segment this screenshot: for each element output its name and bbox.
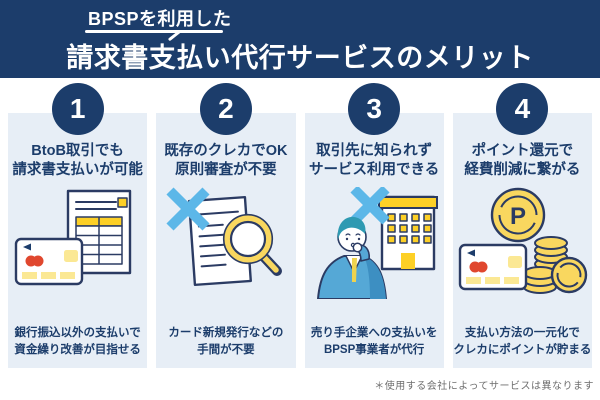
credit-card-icon (459, 244, 528, 291)
number-badge-4: 4 (496, 83, 549, 135)
card-caption-1-line2: 資金繰り改善が目指せる (14, 343, 141, 356)
magnifier-icon (222, 214, 282, 277)
card-title-2-line2: 原則審査が不要 (175, 162, 277, 179)
credit-card-icon (14, 238, 83, 286)
card-title-4-line1: ポイント還元で (471, 143, 574, 159)
card-title-1: BtoB取引でも 請求書支払いが可能 (8, 142, 147, 180)
card-caption-4-line2: クレカにポイントが貯まる (453, 343, 592, 356)
point-coin-and-stacks-icon: P (459, 188, 588, 295)
card-caption-3-line1: 売り手企業への支払いを (310, 326, 438, 339)
card-caption-3-line2: BPSP事業者が代行 (323, 343, 425, 356)
footnote: ＊使用する会社によってサービスは異なります (374, 381, 594, 392)
card-caption-3: 売り手企業への支払いを BPSP事業者が代行 (305, 325, 444, 360)
cross-icon (166, 187, 210, 231)
card-caption-1: 銀行振込以外の支払いで 資金繰り改善が目指せる (8, 325, 147, 360)
card-body-1: BtoB取引でも 請求書支払いが可能 (8, 113, 148, 368)
header-tagline: BPSPを利用した (88, 9, 232, 29)
point-coin-icon: P (491, 188, 546, 243)
benefit-card-1: 1 BtoB取引でも 請求書支払いが可能 (8, 83, 148, 368)
card-title-3-line2: サービス利用できる (309, 162, 440, 179)
benefit-cards-row: 1 BtoB取引でも 請求書支払いが可能 (8, 83, 592, 368)
benefit-card-2: 2 既存のクレカでOK 原則審査が不要 (156, 83, 296, 368)
office-building-icon (378, 196, 439, 271)
card-caption-2: カード新規発行などの 手間が不要 (156, 325, 295, 360)
number-badge-2: 2 (199, 83, 252, 135)
card-body-2: 既存のクレカでOK 原則審査が不要 (156, 113, 296, 368)
benefit-card-4: 4 ポイント還元で 経費削減に繋がる P (452, 83, 592, 368)
benefit-card-3: 3 取引先に知られず サービス利用できる (304, 83, 444, 368)
card-caption-1-line1: 銀行振込以外の支払いで (14, 326, 141, 339)
card-title-2-line1: 既存のクレカでOK (164, 143, 288, 159)
number-badge-1: 1 (51, 83, 104, 135)
card-title-3-line1: 取引先に知られず (316, 143, 433, 159)
document-magnifier-cross-icon (166, 187, 282, 287)
coin-stack-icon (523, 236, 588, 295)
card-caption-2-line1: カード新規発行などの (168, 326, 284, 339)
businessman-building-cross-icon (317, 187, 439, 300)
header-banner: BPSPを利用した 請求書支払い代行サービスのメリット (0, 0, 600, 78)
svg-text:P: P (510, 203, 526, 230)
invoice-and-credit-card-icon (14, 190, 131, 286)
card-caption-4: 支払い方法の一元化で クレカにポイントが貯まる (453, 325, 592, 360)
businessman-icon (317, 217, 388, 300)
cross-icon (350, 187, 390, 225)
card-title-4: ポイント還元で 経費削減に繋がる (453, 142, 592, 180)
card-caption-2-line2: 手間が不要 (197, 343, 255, 356)
card-body-4: ポイント還元で 経費削減に繋がる P (452, 113, 592, 368)
tagline-underline (85, 30, 223, 33)
card-body-3: 取引先に知られず サービス利用できる (304, 113, 444, 368)
card-title-1-line2: 請求書支払いが可能 (12, 162, 143, 179)
card-title-2: 既存のクレカでOK 原則審査が不要 (156, 142, 295, 180)
card-caption-4-line1: 支払い方法の一元化で (464, 326, 580, 339)
card-title-4-line2: 経費削減に繋がる (464, 162, 581, 179)
page-title: 請求書支払い代行サービスのメリット (66, 43, 534, 73)
card-title-3: 取引先に知られず サービス利用できる (305, 142, 444, 180)
card-title-1-line1: BtoB取引でも (31, 143, 124, 159)
number-badge-3: 3 (348, 83, 401, 135)
